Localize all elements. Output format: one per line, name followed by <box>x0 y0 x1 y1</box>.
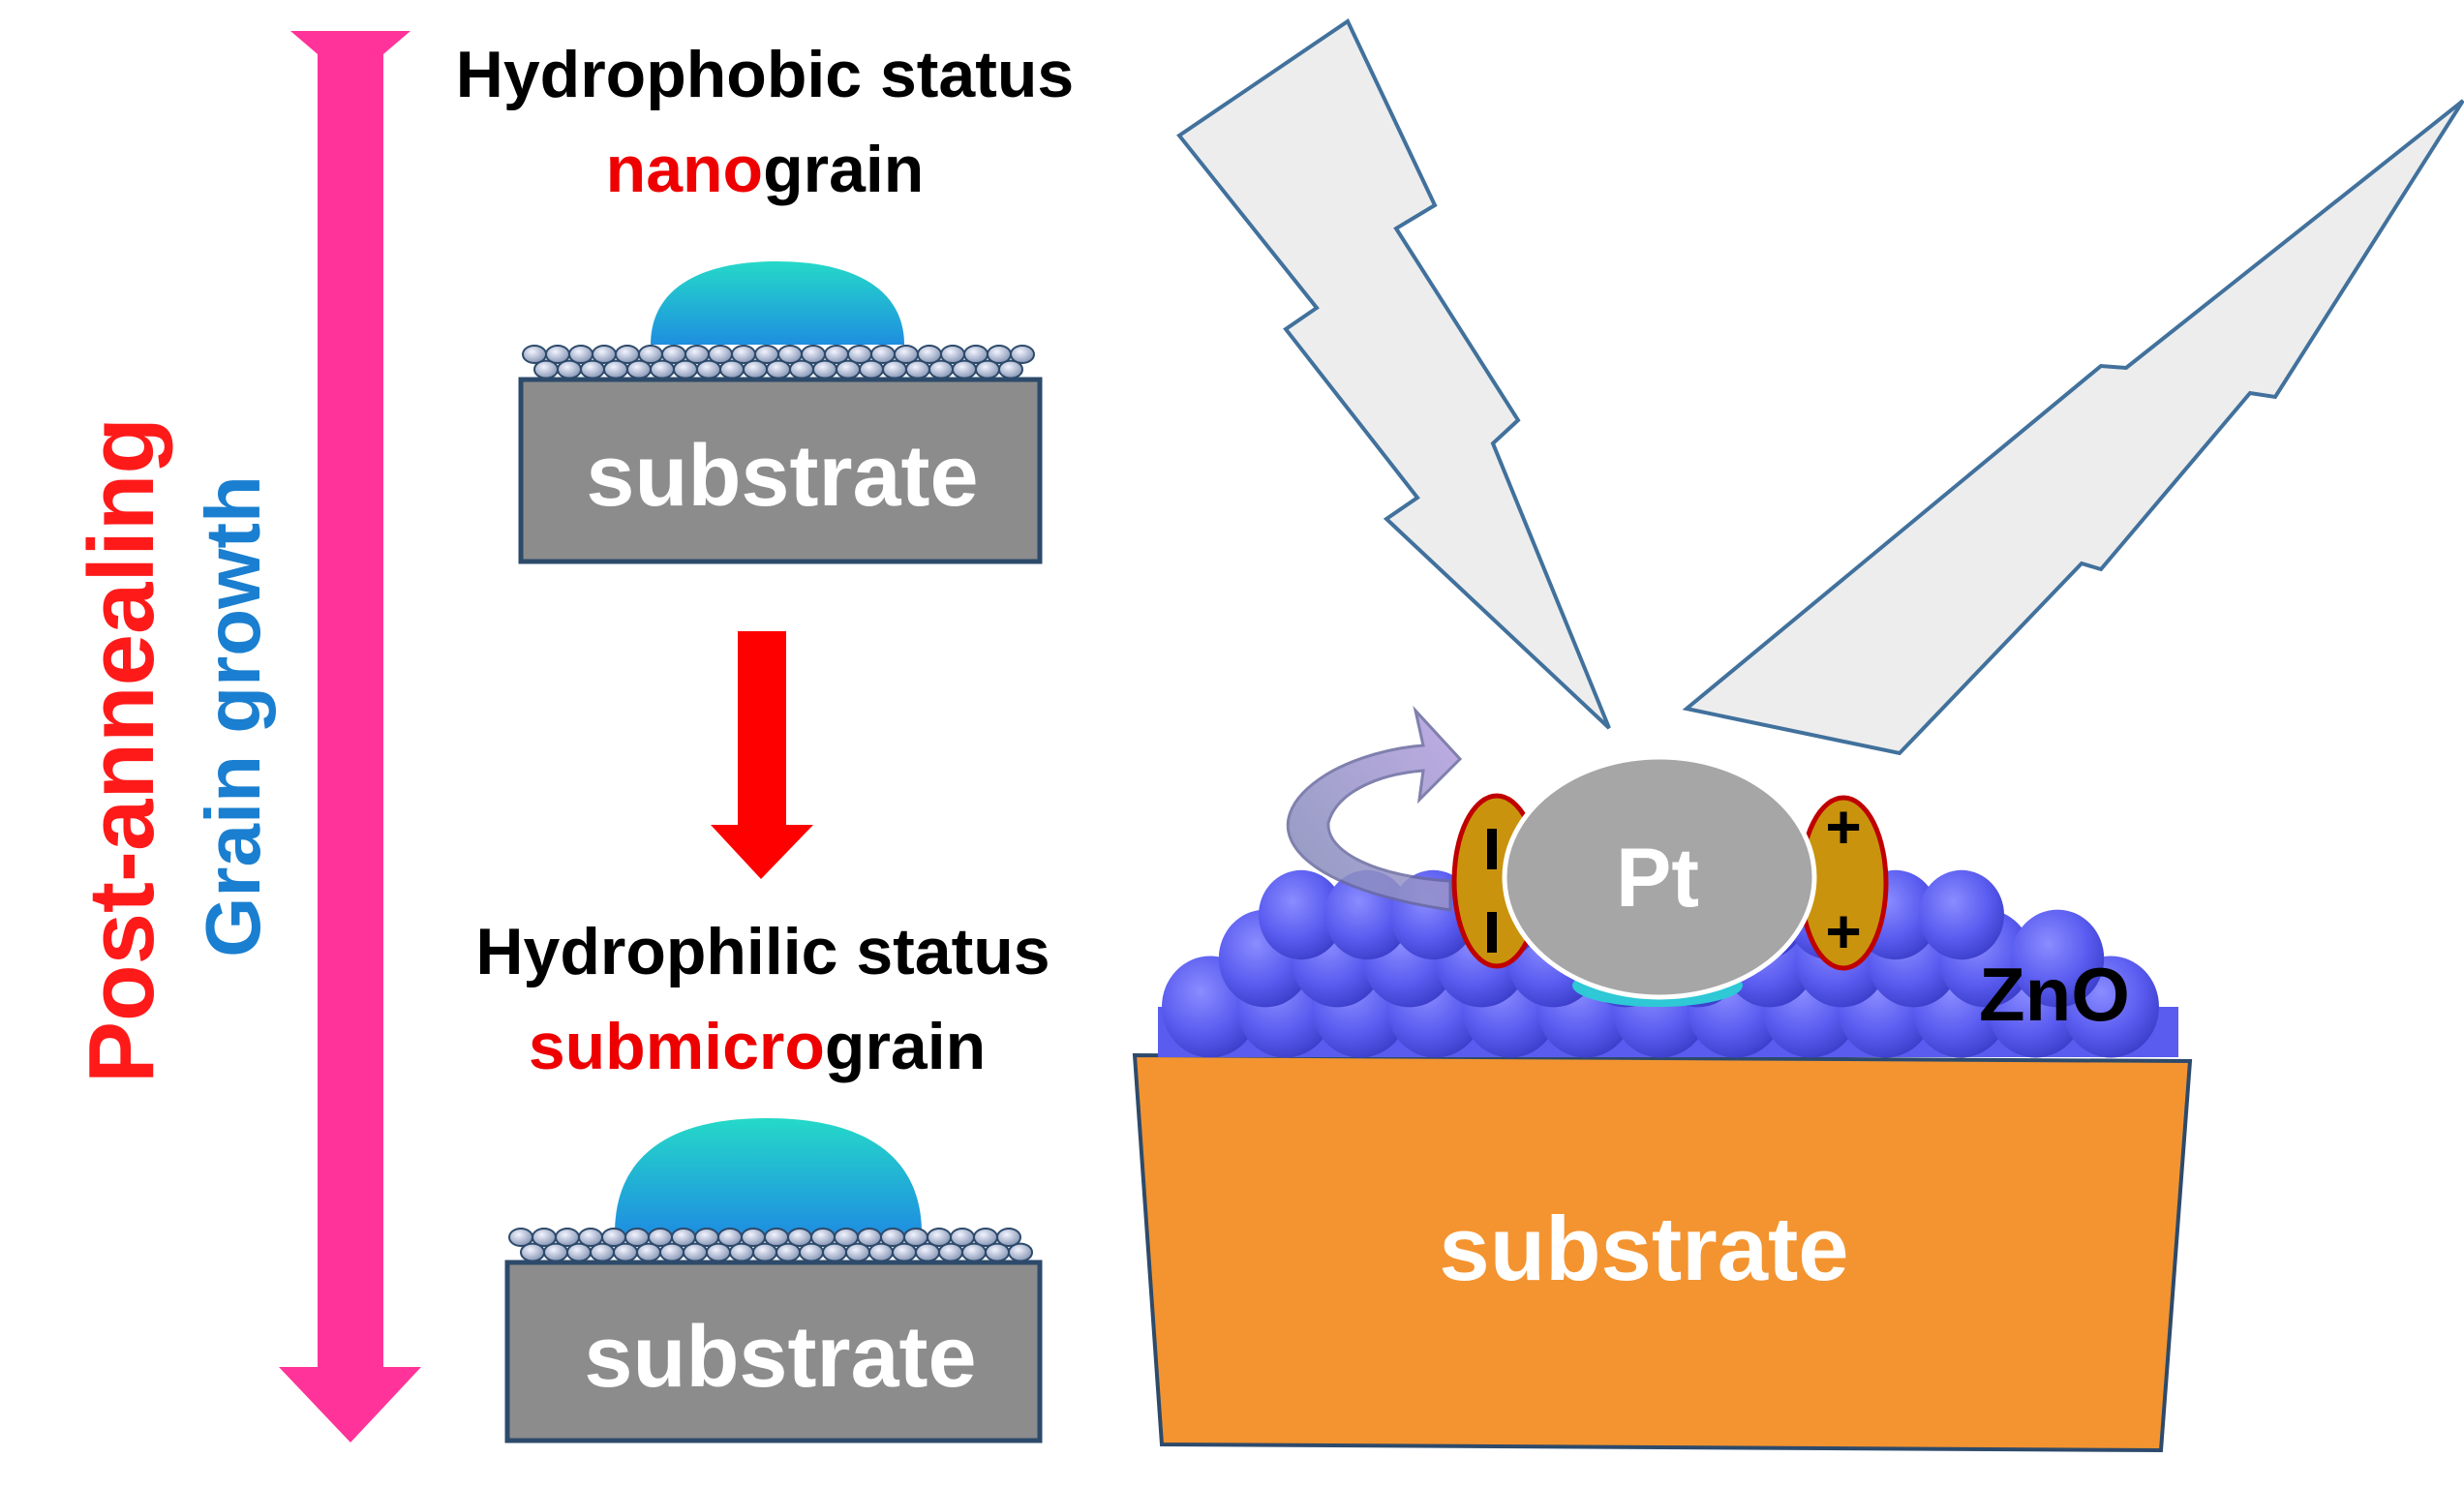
zno-grain <box>1259 869 1344 960</box>
grain <box>882 359 907 380</box>
grain <box>812 359 837 380</box>
plus-sign-2: + <box>1825 896 1861 966</box>
zno-grain <box>2011 909 2105 1008</box>
grain <box>985 1242 1010 1262</box>
grain <box>743 359 768 380</box>
grain <box>752 1242 777 1262</box>
grain <box>952 359 977 380</box>
grain <box>659 1242 684 1262</box>
grain <box>845 1242 870 1262</box>
zno-label: ZnO <box>1979 952 2130 1037</box>
grain <box>1010 345 1035 364</box>
substrate-top-label: substrate <box>586 428 978 525</box>
grain-growth-label: Grain growth <box>190 475 276 957</box>
grain <box>892 1242 917 1262</box>
grain <box>928 359 954 380</box>
nanograin-label: nanograin <box>606 133 925 206</box>
lightning-bolt-right <box>1682 99 2464 756</box>
droplet-bottom <box>615 1118 922 1233</box>
grain <box>557 359 582 380</box>
grain <box>533 359 559 380</box>
grain <box>822 1242 847 1262</box>
grain <box>543 1242 568 1262</box>
grain <box>673 359 698 380</box>
grain <box>580 359 605 380</box>
grain <box>650 359 675 380</box>
nanograin-layer-top <box>522 345 1035 380</box>
minus-sign-2 <box>1487 912 1497 953</box>
grain <box>789 359 814 380</box>
grain <box>938 1242 963 1262</box>
grain <box>905 359 930 380</box>
grain <box>636 1242 661 1262</box>
zno-grain <box>1919 869 2004 960</box>
transition-arrow <box>711 631 813 879</box>
submicrograin-suffix: grain <box>825 1010 986 1083</box>
grain <box>998 359 1023 380</box>
arrow-head-top-notch <box>290 31 411 82</box>
grain <box>975 359 1000 380</box>
rotation-arrow <box>1286 705 1463 912</box>
plus-sign-1: + <box>1825 792 1861 862</box>
grain <box>719 359 745 380</box>
grain <box>776 1242 801 1262</box>
pt-particle <box>1502 754 1817 1000</box>
grain <box>566 1242 592 1262</box>
big-substrate <box>1132 1052 2193 1453</box>
nanograin-suffix: grain <box>763 133 924 206</box>
grain <box>915 1242 940 1262</box>
substrate-bottom <box>504 1260 1043 1443</box>
submicrograin-layer-bottom <box>508 1228 1033 1262</box>
pt-label: Pt <box>1616 832 1699 925</box>
minus-sign-1 <box>1487 829 1497 869</box>
lightning-bolt-left <box>1176 18 1611 730</box>
grain <box>590 1242 615 1262</box>
grain <box>729 1242 754 1262</box>
grain <box>613 1242 638 1262</box>
grain <box>996 1228 1021 1247</box>
grain <box>836 359 861 380</box>
post-annealing-arrow <box>279 31 421 1442</box>
grain <box>799 1242 824 1262</box>
nanograin-prefix: nano <box>606 133 763 206</box>
submicrograin-label: submicrograin <box>529 1010 986 1083</box>
grain <box>603 359 628 380</box>
hydrophobic-title: Hydrophobic status <box>456 38 1075 111</box>
grain <box>859 359 884 380</box>
grain <box>766 359 791 380</box>
submicrograin-prefix: submicro <box>529 1010 825 1083</box>
grain <box>961 1242 987 1262</box>
grain <box>520 1242 545 1262</box>
big-substrate-label: substrate <box>1439 1198 1848 1299</box>
grain <box>1008 1242 1033 1262</box>
grain <box>626 359 652 380</box>
grain <box>868 1242 894 1262</box>
grain <box>683 1242 708 1262</box>
grain <box>706 1242 731 1262</box>
post-annealing-label: Post-annealing <box>70 417 173 1083</box>
substrate-bottom-label: substrate <box>584 1309 976 1406</box>
droplet-top <box>651 261 904 345</box>
substrate-top <box>518 377 1043 564</box>
grain <box>696 359 721 380</box>
hydrophilic-title: Hydrophilic status <box>475 915 1049 988</box>
